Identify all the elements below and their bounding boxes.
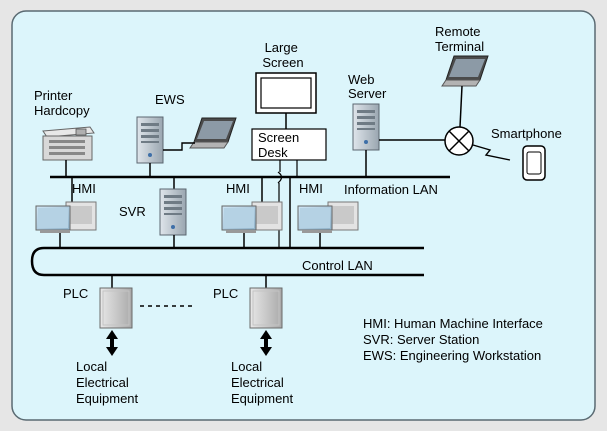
smartphone-icon — [522, 145, 546, 181]
line-crossover — [277, 171, 283, 184]
wireless-link — [472, 144, 511, 161]
legend-svr: SVR: Server Station — [363, 332, 479, 347]
legend-hmi: HMI: Human Machine Interface — [363, 316, 543, 331]
svr-label: SVR — [119, 204, 146, 219]
remote-link-line — [459, 85, 463, 128]
legend-ews: EWS: Engineering Workstation — [363, 348, 541, 363]
plc-2-double-arrow — [260, 330, 272, 356]
equipment-2-label: Local Electrical Equipment — [231, 359, 294, 406]
control-lan-loop — [30, 246, 424, 277]
web-server-tower — [352, 103, 380, 151]
remote-terminal-label: Remote Terminal — [435, 24, 484, 54]
plc-1-unit — [99, 287, 133, 329]
equipment-1-label: Local Electrical Equipment — [76, 359, 139, 406]
large-screen-monitor — [255, 72, 317, 130]
hmi-2-console — [221, 201, 283, 234]
ews-label: EWS — [155, 92, 185, 107]
printer-icon — [42, 126, 95, 161]
hmi-3-label: HMI — [299, 181, 323, 196]
hmi-1-console — [35, 201, 97, 234]
plc-1-label: PLC — [63, 286, 88, 301]
large-screen-label: Large Screen — [262, 40, 303, 70]
ews-link-line — [163, 142, 195, 151]
plc-1-double-arrow — [106, 330, 118, 356]
svr-tower — [159, 188, 187, 236]
router-icon — [444, 126, 474, 156]
legend: HMI: Human Machine Interface SVR: Server… — [363, 316, 547, 363]
screen-desk-label: Screen Desk — [258, 130, 303, 160]
web-server-label: Web Server — [348, 72, 387, 101]
hmi-1-label: HMI — [72, 181, 96, 196]
plc-2-unit — [249, 287, 283, 329]
information-lan-label: Information LAN — [344, 182, 438, 197]
plc-2-label: PLC — [213, 286, 238, 301]
screen-desk-box — [251, 128, 327, 161]
printer-label: Printer Hardcopy — [34, 88, 90, 118]
hmi-3-console — [297, 201, 359, 234]
ews-tower — [136, 116, 164, 164]
hmi-2-label: HMI — [226, 181, 250, 196]
control-lan-label: Control LAN — [302, 258, 373, 273]
smartphone-label: Smartphone — [491, 126, 562, 141]
